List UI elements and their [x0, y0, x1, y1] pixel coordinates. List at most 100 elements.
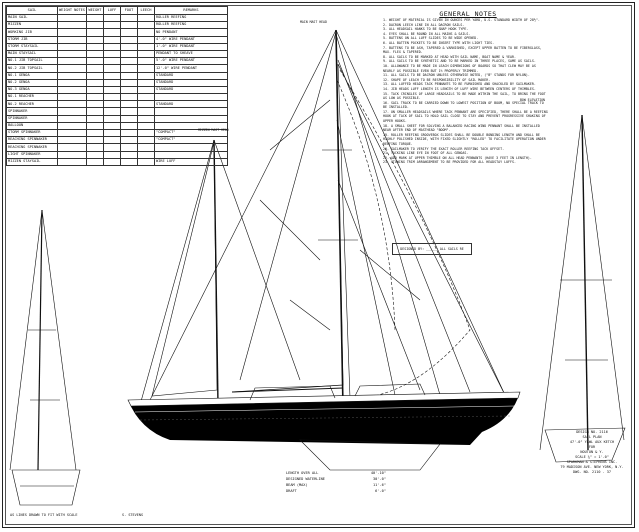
table-cell	[102, 121, 121, 131]
table-cell: REACHING SPINNAKER	[6, 143, 58, 152]
main-mast-head-label: MAIN MAST HEAD	[300, 20, 327, 24]
table-cell: BALLOON	[6, 121, 58, 131]
table-cell	[136, 78, 155, 87]
table-cell	[119, 143, 138, 152]
table-header-row: SAIL WEIGHT NOTES WEIGHT LUFF FOOT LEECH…	[6, 6, 229, 15]
table-cell	[85, 143, 104, 152]
table-row: REACHING SPINNAKER"COMPACT"	[6, 136, 229, 145]
table-cell	[85, 93, 104, 102]
table-cell: SPINNAKER	[6, 107, 58, 116]
table-cell: 4'-0" WIRE PENDANT	[153, 35, 229, 44]
table-cell	[57, 42, 87, 51]
table-cell: 5'-0" WIRE PENDANT	[153, 57, 229, 66]
table-cell	[119, 128, 138, 138]
title-block-line: 47'-0" YAWL AUX KETCH	[569, 440, 615, 444]
table-header: SAIL	[6, 6, 58, 15]
table-cell: STANDARD	[153, 78, 229, 87]
table-cell: MAIN STAYSAIL	[6, 49, 58, 59]
table-cell	[119, 13, 138, 23]
table-cell	[153, 143, 229, 152]
table-cell	[119, 100, 138, 109]
drawing-inner-border	[5, 5, 632, 525]
table-cell	[102, 93, 121, 102]
table-header: WEIGHT	[85, 6, 104, 15]
table-cell	[102, 136, 121, 145]
table-cell: WORKING JIB	[6, 28, 58, 37]
table-row: SPINNAKER	[6, 107, 229, 116]
table-cell	[85, 71, 104, 80]
table-cell	[102, 71, 121, 80]
table-cell	[57, 85, 87, 95]
table-cell	[102, 42, 121, 51]
table-cell	[102, 64, 121, 73]
table-cell	[85, 114, 104, 123]
title-block-line: FOR	[588, 445, 596, 449]
table-cell	[136, 114, 155, 123]
note-item: 10. ALLOWANCE TO BE MADE IN LEACH DIMENS…	[383, 63, 536, 73]
table-row: LIGHT SPINNAKER	[6, 150, 229, 159]
table-cell	[153, 150, 229, 159]
note-item: 17. ON SMALLER HEADSAILS WHERE TACK PENN…	[383, 109, 548, 124]
table-cell	[57, 49, 87, 59]
table-header: FOOT	[119, 6, 138, 15]
table-cell	[136, 49, 155, 59]
table-cell	[57, 78, 87, 87]
note-item: 22. ADD MARK AT UPPER THIMBLE ON ALL HEA…	[383, 155, 532, 160]
table-cell	[119, 107, 138, 116]
table-cell	[153, 114, 229, 123]
table-cell	[153, 93, 229, 102]
table-cell	[119, 157, 138, 166]
table-cell: ROLLER REEFING	[153, 21, 229, 30]
table-row: REACHING SPINNAKER	[6, 143, 229, 152]
table-cell	[119, 49, 138, 59]
table-cell	[119, 21, 138, 30]
table-cell	[57, 28, 87, 37]
table-cell: ROLLER REEFING	[153, 13, 229, 23]
table-cell: MIZZEN	[6, 21, 58, 30]
table-row: BALLOON	[6, 121, 229, 131]
dimension-label: DESIGNED WATERLINE	[286, 477, 325, 481]
table-cell: SPINNAKER	[6, 114, 58, 123]
dimension-label: DRAFT	[286, 489, 297, 493]
table-cell	[136, 143, 155, 152]
table-cell: LIGHT SPINNAKER	[6, 150, 58, 159]
note-item: 11. ALL SAILS TO BE DACRON UNLESS OTHERW…	[383, 73, 530, 78]
note-item: 16. SAIL TRACK TO BE CARRIED DOWN TO LOW…	[383, 100, 544, 110]
table-cell	[119, 150, 138, 159]
note-item: 21. TACKING LINE EYE IN FOOT OF ALL GENO…	[383, 151, 469, 156]
note-item: 19. ROLLER REEFING GROOVEBOX SLIDES SHAL…	[383, 132, 546, 147]
table-cell	[85, 42, 104, 51]
table-cell	[102, 49, 121, 59]
note-item: 12. SHAPE OF LEACH TO BE RESPONSIBILITY …	[383, 77, 491, 82]
table-cell	[85, 64, 104, 73]
table-cell: MIZZEN STAYSAIL	[6, 157, 58, 166]
title-block-line: DWG. NO. 2110 - 37	[573, 470, 611, 474]
table-row: SPINNAKER	[6, 114, 229, 123]
table-cell	[57, 57, 87, 66]
table-cell	[102, 114, 121, 123]
right-section-view	[539, 114, 626, 463]
note-item: 8. ALL SAILS TO BE MARKED AT HEAD WITH S…	[383, 54, 516, 59]
table-cell	[136, 13, 155, 23]
table-cell	[136, 85, 155, 95]
title-block-line: SPARKMAN & STEPHENS INC.	[566, 460, 618, 464]
table-cell	[57, 114, 87, 123]
table-cell	[119, 42, 138, 51]
note-item: 13. ALL LUFFED HEADS TACK PENNANTS TO BE…	[383, 82, 536, 87]
dimension-value: 6'-0"	[375, 489, 386, 493]
table-cell	[102, 78, 121, 87]
table-cell	[119, 114, 138, 123]
note-item: 14. JIB HEADS LUFF LENGTH IS LENGTH OF L…	[383, 86, 536, 91]
mizzen-mast-head-label: MIZZEN MAST HEAD	[198, 128, 229, 132]
table-cell	[85, 107, 104, 116]
table-cell: NO.2 JIB TOPSAIL	[6, 64, 58, 73]
